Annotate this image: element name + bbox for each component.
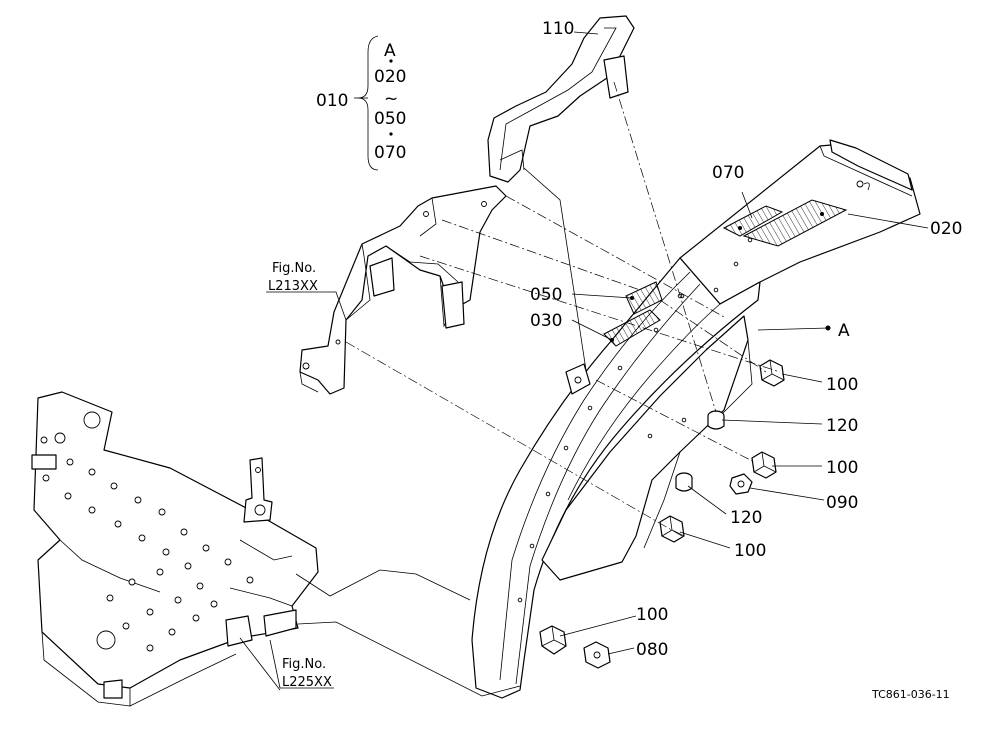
group-list: A 020 ~ 050 070 bbox=[374, 41, 406, 163]
callout-030: 030 bbox=[530, 311, 562, 331]
floor-holes bbox=[40, 436, 254, 652]
callout-120-b: 120 bbox=[730, 508, 762, 528]
bolt-icon bbox=[751, 451, 777, 479]
callout-110: 110 bbox=[542, 19, 574, 39]
bolt-icon bbox=[583, 641, 611, 669]
group-item-range: ~ bbox=[384, 89, 398, 109]
callout-080: 080 bbox=[636, 640, 668, 660]
group-item-070: 070 bbox=[374, 143, 406, 163]
nut-icon bbox=[675, 472, 693, 492]
group-item-050: 050 bbox=[374, 109, 406, 129]
callout-120-a: 120 bbox=[826, 416, 858, 436]
hatched-label-icon bbox=[625, 281, 663, 315]
callout-090: 090 bbox=[826, 493, 858, 513]
nut-icon bbox=[729, 473, 753, 495]
fig-ref-bottom-number: L225XX bbox=[282, 675, 332, 690]
callout-020: 020 bbox=[930, 219, 962, 239]
callout-labels: 110 020 070 050 030 A 100 120 100 090 12… bbox=[316, 19, 962, 660]
bolt-icon bbox=[539, 625, 567, 655]
leader-lines bbox=[266, 31, 929, 689]
callout-070: 070 bbox=[712, 163, 744, 183]
callout-mark-a: A bbox=[838, 321, 850, 341]
hatched-label-icon bbox=[742, 199, 848, 247]
group-item-020: 020 bbox=[374, 67, 406, 87]
grab-handle-110 bbox=[487, 15, 635, 183]
fig-ref-top-label: Fig.No. bbox=[272, 261, 316, 276]
fasteners bbox=[539, 359, 785, 669]
group-bracket bbox=[357, 35, 393, 171]
mounting-bracket bbox=[299, 185, 507, 395]
drawing-code: TC861-036-11 bbox=[871, 688, 950, 701]
center-lines bbox=[345, 81, 781, 537]
callout-100-c: 100 bbox=[734, 541, 766, 561]
fig-ref-top-number: L213XX bbox=[268, 279, 318, 294]
group-item-a: A bbox=[384, 41, 396, 61]
callout-100-a: 100 bbox=[826, 375, 858, 395]
assembly-lines bbox=[239, 167, 587, 697]
callout-100-d: 100 bbox=[636, 605, 668, 625]
fig-ref-bottom-label: Fig.No. bbox=[282, 657, 326, 672]
figure-references: Fig.No. L213XX Fig.No. L225XX bbox=[268, 261, 332, 690]
nut-icon bbox=[707, 410, 725, 430]
callout-100-b: 100 bbox=[826, 458, 858, 478]
bolt-icon bbox=[759, 359, 785, 387]
callout-050: 050 bbox=[530, 285, 562, 305]
floor-plate bbox=[31, 391, 319, 707]
callout-010: 010 bbox=[316, 91, 348, 111]
bolt-icon bbox=[659, 515, 685, 543]
